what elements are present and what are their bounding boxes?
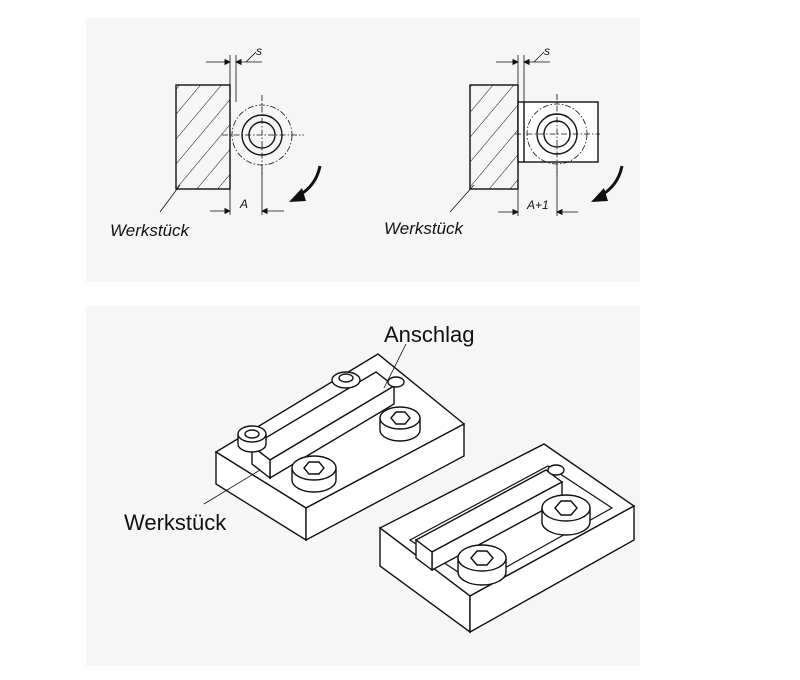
workpiece-section-left (175, 84, 231, 190)
workpiece-bar-front-right (415, 538, 433, 572)
clamp-bushing-front-right (457, 544, 507, 586)
workpiece-bar-front (251, 444, 271, 480)
top-left-view: s A Werkstück (110, 44, 322, 240)
leader-workpiece-bottom (203, 469, 261, 505)
assembly-left: Anschlag Werkstück (124, 322, 475, 542)
stop-pin-back-hole (338, 373, 354, 383)
stop-pin-right (387, 376, 405, 388)
base-plate-side-left (305, 422, 465, 542)
stop-label: Anschlag (384, 322, 475, 347)
clamp-bushing-back-right (541, 494, 591, 536)
stop-pin-left-hole (244, 429, 260, 439)
workpiece-label-bottom: Werkstück (124, 510, 227, 535)
clamp-body-right (517, 101, 599, 163)
stop-pin-right-assembly (547, 464, 565, 476)
clamp-bushing-back-left (379, 406, 421, 442)
leader-s-right (533, 51, 545, 63)
dim-label-a-left: A (239, 197, 248, 211)
leader-workpiece-right (449, 184, 475, 213)
workpiece-section-right (469, 84, 519, 190)
top-right-view: s A+1 Werkstück (384, 44, 624, 238)
leader-stop (383, 343, 407, 389)
assembly-right (378, 443, 636, 634)
stop-pin-left (237, 425, 267, 443)
rotation-arrowhead-left (289, 188, 306, 202)
clamp-bushing-front-left (291, 455, 337, 493)
leader-s-left (245, 51, 257, 63)
dim-label-s-right: s (544, 44, 550, 58)
rotation-arrowhead-right (591, 188, 608, 202)
dim-label-a-right: A+1 (526, 198, 549, 212)
dim-label-s-left: s (256, 44, 262, 58)
leader-workpiece-left (159, 184, 181, 213)
base-plate-side-right (469, 504, 635, 634)
workpiece-label-left: Werkstück (110, 221, 191, 240)
workpiece-label-right: Werkstück (384, 219, 465, 238)
